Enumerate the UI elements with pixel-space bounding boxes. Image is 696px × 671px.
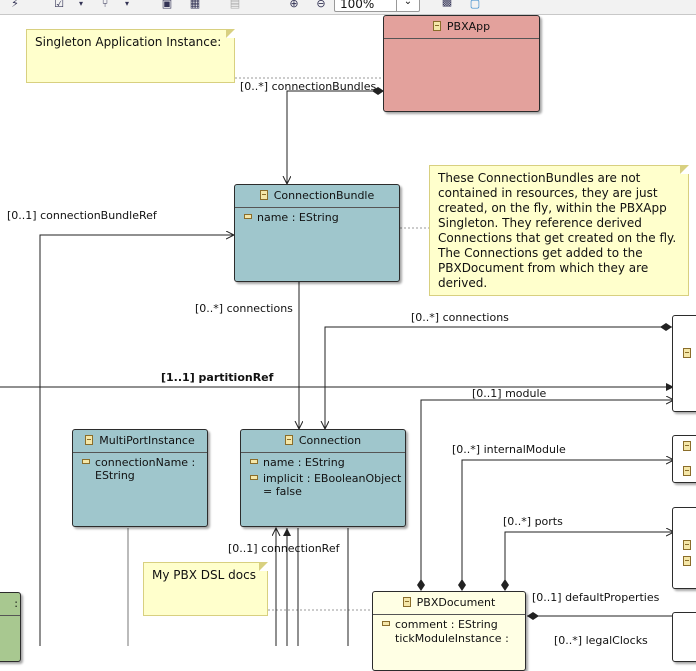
copy-icon[interactable]: ▤ <box>229 0 241 10</box>
edge-label-partition-ref: [1..1] partitionRef <box>161 371 274 384</box>
attribute-icon <box>382 621 390 626</box>
select-icon[interactable]: ⚡ <box>11 0 19 10</box>
attribute-icon <box>683 466 691 476</box>
class-partial-right-2[interactable] <box>672 435 696 483</box>
class-name: ConnectionBundle <box>273 189 375 202</box>
class-name: PBXApp <box>446 20 491 33</box>
edge-label-connection-bundle-ref: [0..1] connectionBundleRef <box>7 209 157 222</box>
edge-label-connections-left: [0..*] connections <box>195 302 293 315</box>
class-icon <box>284 435 293 445</box>
edge-label-default-properties: [0..1] defaultProperties <box>532 591 660 604</box>
fork-icon[interactable]: ⑂ <box>101 0 109 10</box>
class-partial-left[interactable]: : <box>0 592 21 662</box>
attribute-icon <box>250 459 258 464</box>
edge-label-connection-bundles: [0..*] connectionBundles <box>240 80 377 93</box>
edge-connection-bundles <box>287 90 384 184</box>
note-singleton[interactable]: Singleton Application Instance: <box>26 29 235 83</box>
attribute-tick-module-instance[interactable]: tickModuleInstance : <box>395 632 509 645</box>
attribute-icon <box>82 459 90 464</box>
edge-connection-bundle-ref <box>39 235 234 646</box>
edge-label-module: [0..1] module <box>472 387 547 400</box>
composition-diamond <box>458 579 466 591</box>
class-pbxapp[interactable]: PBXApp <box>383 15 540 112</box>
composition-diamond <box>372 87 384 95</box>
chevron-down-icon[interactable]: ⌄ <box>396 0 419 11</box>
class-connection[interactable]: Connection name : EString implicit : EBo… <box>240 429 406 527</box>
export-icon[interactable]: ▢ <box>469 0 481 10</box>
image-icon[interactable]: ▩ <box>441 0 453 8</box>
note-bundles-text: These ConnectionBundles are not containe… <box>438 171 677 290</box>
note-dsl-text: My PBX DSL docs <box>152 568 256 582</box>
edge-label-internal-module: [0..*] internalModule <box>452 443 566 456</box>
zoom-value: 100% <box>340 0 375 11</box>
edge-label-ports: [0..*] ports <box>503 515 563 528</box>
class-icon <box>85 435 94 445</box>
composition-diamond <box>660 323 672 331</box>
grid-icon[interactable]: ▦ <box>189 0 201 10</box>
class-pbx-document[interactable]: PBXDocument comment : EString tickModule… <box>372 591 526 671</box>
class-icon <box>402 597 411 607</box>
zoom-in-icon[interactable]: ⊕ <box>289 0 299 10</box>
attribute-name[interactable]: name : EString <box>235 211 399 224</box>
class-name: PBXDocument <box>416 596 496 609</box>
composition-diamond <box>501 579 509 591</box>
layout-icon[interactable]: ▣ <box>161 0 173 10</box>
edge-label-legal-clocks: [0..*] legalClocks <box>554 634 648 647</box>
attribute-connection-name[interactable]: connectionName : EString <box>73 456 207 482</box>
class-partial-right-1[interactable] <box>672 315 696 412</box>
attribute-icon <box>250 475 258 480</box>
edge-internal-module <box>461 460 674 590</box>
attribute-name[interactable]: name : EString <box>241 456 405 469</box>
note-singleton-text: Singleton Application Instance: <box>35 35 222 49</box>
class-icon <box>259 190 268 200</box>
attribute-implicit[interactable]: implicit : EBooleanObject = false <box>241 472 405 498</box>
dropdown-icon[interactable]: ▾ <box>78 0 83 8</box>
attribute-icon <box>683 556 691 566</box>
class-name: Connection <box>298 434 362 447</box>
class-multi-port-instance[interactable]: MultiPortInstance connectionName : EStri… <box>72 429 208 527</box>
edge-label-connections-right: [0..*] connections <box>411 311 509 324</box>
class-partial-right-4[interactable] <box>672 612 696 662</box>
class-name: MultiPortInstance <box>99 434 195 447</box>
class-icon <box>432 21 441 31</box>
check-icon[interactable]: ☑ <box>54 0 64 10</box>
edge-label-connection-ref: [0..1] connectionRef <box>228 542 340 555</box>
composition-diamond <box>527 612 539 620</box>
class-icon <box>683 441 691 451</box>
edge-ports <box>504 532 674 590</box>
diagram-edges <box>0 77 696 646</box>
zoom-select[interactable]: 100% ⌄ <box>334 0 420 12</box>
dropdown-icon[interactable]: ▾ <box>124 0 129 8</box>
class-connection-bundle[interactable]: ConnectionBundle name : EString <box>234 184 400 282</box>
attribute-icon <box>683 348 691 358</box>
attribute-comment[interactable]: comment : EString <box>373 618 525 631</box>
note-connection-bundles[interactable]: These ConnectionBundles are not containe… <box>429 165 689 296</box>
attribute-icon <box>683 540 691 550</box>
edge-module <box>420 400 674 590</box>
edge-connections-right <box>325 326 672 429</box>
class-partial-right-3[interactable] <box>672 507 696 589</box>
diagram-toolbar: ⚡ ☑ ▾ ⑂ ▾ ▣ ▦ ▤ ⊕ ⊖ 100% ⌄ ▩ ▢ <box>0 0 696 15</box>
zoom-out-icon[interactable]: ⊖ <box>316 0 326 10</box>
note-dsl-docs[interactable]: My PBX DSL docs <box>143 562 268 616</box>
attribute-icon <box>244 214 252 219</box>
composition-diamond <box>417 579 425 591</box>
